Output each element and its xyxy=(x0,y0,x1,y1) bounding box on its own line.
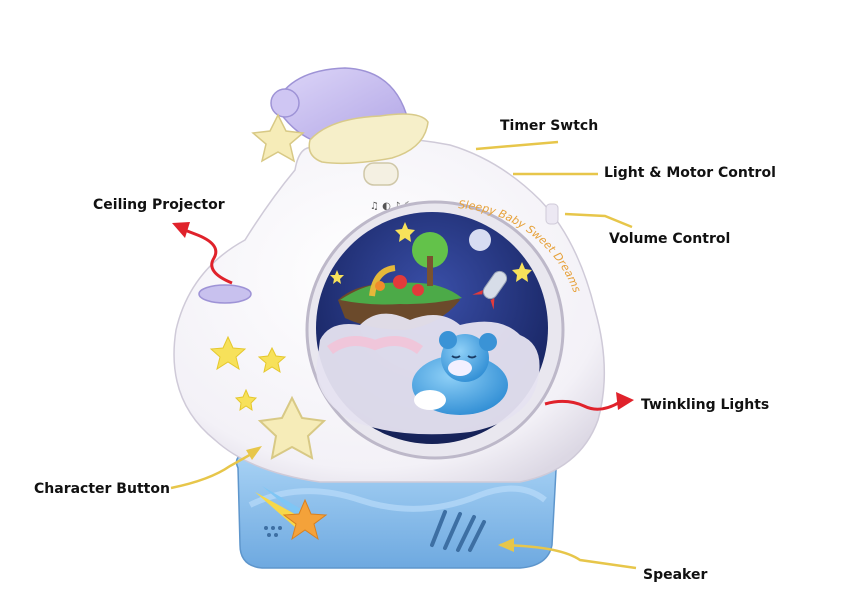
star-icon xyxy=(512,262,532,282)
star-icon xyxy=(209,335,247,371)
speaker-label: Speaker xyxy=(643,567,708,583)
mic-holes xyxy=(264,526,282,537)
ceiling-projector-label: Ceiling Projector xyxy=(93,197,225,213)
ceiling-projector-arrow-icon xyxy=(172,222,233,285)
rocket-icon xyxy=(472,270,508,310)
star-icon xyxy=(395,222,415,242)
moon-icon xyxy=(469,229,491,251)
volume-knob xyxy=(545,203,559,225)
timer-switch-label: Timer Swtch xyxy=(500,118,599,134)
volume-leader-line xyxy=(564,212,633,229)
star-icon xyxy=(257,346,287,374)
character-button-label: Character Button xyxy=(34,481,170,497)
twinkling-lights-label: Twinkling Lights xyxy=(641,397,770,413)
volume-control-label: Volume Control xyxy=(609,231,731,247)
projection-window: Sleepy Baby Sweet Dreams xyxy=(305,198,584,460)
light-motor-control-label: Light & Motor Control xyxy=(604,165,776,181)
projector-lens xyxy=(198,284,252,304)
shooting-star-icon xyxy=(255,486,328,541)
hat-star-icon xyxy=(251,113,305,163)
timer-switch xyxy=(363,162,399,186)
character-arrow-head xyxy=(246,446,262,460)
character-leader-line xyxy=(170,450,256,490)
sleeping-hat xyxy=(251,67,429,165)
star-icon xyxy=(234,388,258,412)
speaker-arrow-head xyxy=(498,538,514,552)
hat-pompom xyxy=(270,88,300,118)
control-icons: ♫ ◐ ♪ ☾ xyxy=(370,201,413,212)
star-icon xyxy=(330,270,344,284)
timer-leader-line xyxy=(475,140,559,151)
sleeping-bear-character xyxy=(412,331,508,415)
speaker-grille xyxy=(430,510,486,552)
character-button xyxy=(257,395,327,460)
twinkling-lights-arrow-icon xyxy=(544,392,634,411)
tree-icon xyxy=(412,232,448,268)
